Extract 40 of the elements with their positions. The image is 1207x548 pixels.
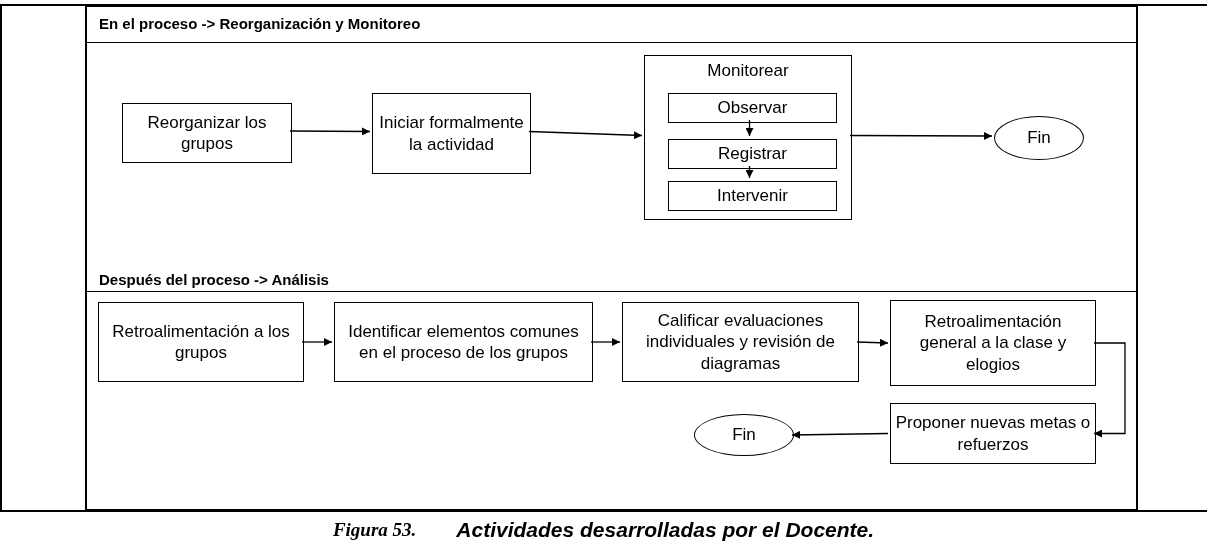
process-box — [372, 93, 531, 174]
arrow — [528, 130, 643, 140]
process-box — [890, 300, 1096, 386]
group-title: Monitorear — [707, 60, 789, 82]
process-box — [334, 302, 593, 382]
step-text: Iniciar formalmente la actividad — [378, 112, 525, 155]
arrow — [856, 338, 889, 347]
section-panel — [85, 5, 1138, 270]
arrow — [1093, 342, 1126, 438]
end-label: Fin — [732, 424, 756, 447]
step-text: Registrar — [718, 143, 787, 165]
arrow — [849, 131, 993, 140]
group-box — [644, 55, 852, 220]
figure-caption: Actividades desarrolladas por el Docente. — [456, 517, 875, 544]
end-label: Fin — [1027, 127, 1051, 150]
process-box — [122, 103, 292, 163]
arrow — [745, 119, 754, 137]
step-text: Intervenir — [717, 185, 788, 207]
section-heading: En el proceso -> Reorganización y Monitoreo — [99, 14, 421, 35]
step-text: Proponer nuevas metas o refuerzos — [895, 412, 1091, 455]
section-panel — [85, 270, 1138, 511]
figure-number: Figura 53. — [332, 517, 417, 542]
step-text: Calificar evaluaciones individuales y revisión de diagramas — [645, 310, 836, 374]
process-box — [668, 93, 837, 123]
section-heading: Después del proceso -> Análisis — [99, 269, 329, 290]
step-text: Reorganizar los grupos — [146, 111, 268, 155]
process-box — [668, 139, 837, 169]
arrow — [289, 127, 371, 136]
step-text: Observar — [717, 97, 788, 119]
arrow — [301, 338, 333, 346]
process-box — [98, 302, 304, 382]
process-box — [622, 302, 859, 382]
arrow — [590, 338, 621, 346]
arrow — [745, 165, 754, 179]
arrow — [791, 430, 889, 439]
process-box — [668, 181, 837, 211]
step-text: Identificar elementos comunes en el proceso de los grupos — [347, 320, 580, 364]
process-box — [890, 403, 1096, 464]
step-text: Retroalimentación a los grupos — [111, 320, 291, 364]
step-text: Retroalimentación general a la clase y elogios — [918, 311, 1068, 375]
